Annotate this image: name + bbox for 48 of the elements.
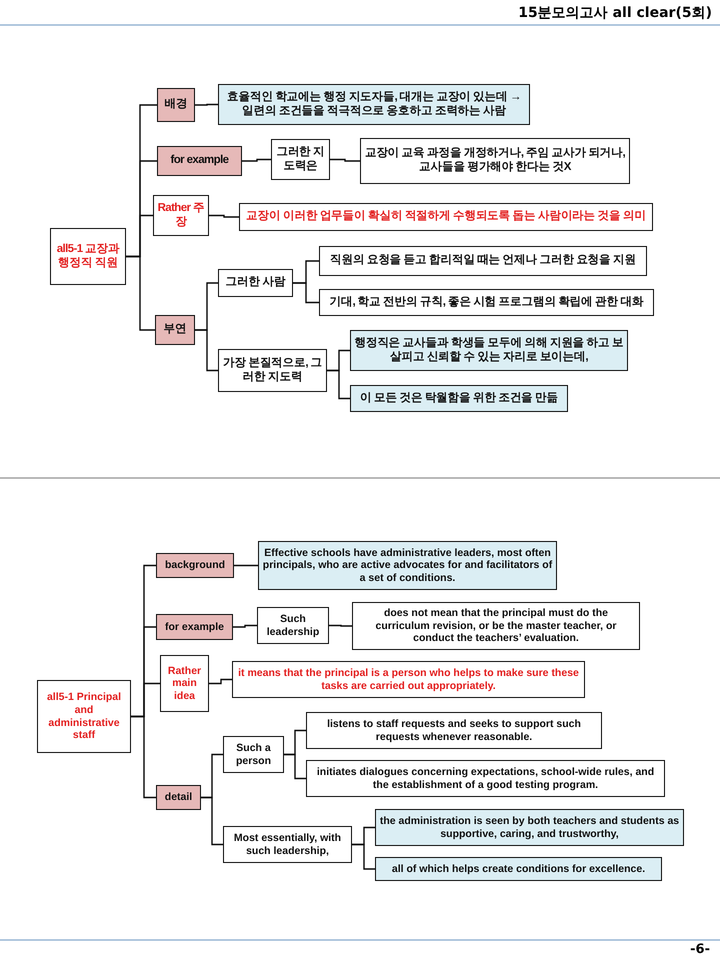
phrase-box: Such a person: [223, 736, 284, 773]
connector-line: [195, 329, 218, 372]
connector-line: [195, 104, 218, 106]
summary-box: does not mean that the principal must do the curriculum revision, or be the master teacher, or conduct the teachers’ evaluation.: [352, 602, 640, 650]
summary-box: 이 모든 것은 탁월함을 위한 조건을 만듦: [350, 385, 568, 412]
summary-box: it means that the principal is a person who helps to make sure these tasks are carried out appropriately.: [232, 661, 585, 698]
phrase-box: 그러한 사람: [218, 269, 293, 297]
category-box: Rather main idea: [160, 655, 209, 712]
topic-box: all5-1 교장과 행정직 직원: [50, 228, 126, 285]
category-box: for example: [157, 146, 242, 176]
summary-box: listens to staff requests and seeks to support such requests whenever reasonable.: [306, 712, 602, 749]
summary-box: 교장이 이러한 업무들이 확실히 적절하게 수행되도록 돕는 사람이라는 것을 의미: [239, 203, 653, 231]
phrase-box: 가장 본질적으로, 그러한 지도력: [218, 349, 327, 392]
summary-box: 효율적인 학교에는 행정 지도자들, 대개는 교장이 있는데 → 일련의 조건들을 적극적으로 옹호하고 조력하는 사람: [218, 84, 530, 125]
summary-box: initiates dialogues concerning expectations, school-wide rules, and the establishment of a good testing program.: [306, 760, 665, 797]
connector-line: [352, 844, 375, 870]
connector-line: [209, 678, 232, 684]
summary-box: 직원의 요청을 듣고 합리적일 때는 언제나 그러한 요청을 지원: [319, 246, 647, 276]
connector-line: [209, 214, 239, 218]
summary-box: 기대, 학교 전반의 규칙, 좋은 시험 프로그램의 확립에 관한 대화: [319, 289, 654, 316]
summary-box: all of which helps create conditions for excellence.: [375, 857, 662, 881]
connector-line: [284, 754, 306, 780]
connector-line: [330, 158, 360, 162]
topic-box: all5-1 Principal and administrative staff: [37, 680, 131, 753]
phrase-box: 그러한 지도력은: [271, 139, 330, 180]
summary-box: 교장이 교육 과정을 개정하거나, 주임 교사가 되거나, 교사들을 평가해야 한다는 것X: [360, 138, 630, 184]
connector-line: [327, 370, 350, 400]
category-box: background: [156, 553, 234, 578]
connector-line: [293, 282, 319, 304]
phrase-box: Such leadership: [257, 607, 329, 644]
connector-line: [329, 624, 352, 627]
header-title: 15분모의고사 all clear(5회): [518, 4, 712, 22]
connector-line: [233, 624, 257, 628]
page-number: -6-: [690, 942, 710, 957]
category-box: detail: [156, 785, 201, 810]
connector-line: [126, 256, 155, 331]
category-box: Rather 주장: [153, 195, 209, 236]
summary-box: the administration is seen by both teachers and students as supportive, caring, and trustworthy,: [375, 809, 684, 846]
category-box: 부연: [155, 315, 195, 345]
category-box: 배경: [157, 88, 195, 122]
connector-line: [242, 158, 271, 162]
connector-line: [131, 716, 156, 798]
connector-line: [201, 796, 223, 846]
category-box: for example: [156, 614, 233, 640]
summary-box: Effective schools have administrative leaders, most often principals, who are active advocates for and facilitators of a set of conditions.: [258, 541, 557, 590]
summary-box: 행정직은 교사들과 학생들 모두에 의해 지원을 하고 보살피고 신뢰할 수 있는 자리로 보이는데,: [350, 330, 628, 371]
phrase-box: Most essentially, with such leadership,: [223, 826, 352, 863]
connector-line: [234, 564, 258, 566]
